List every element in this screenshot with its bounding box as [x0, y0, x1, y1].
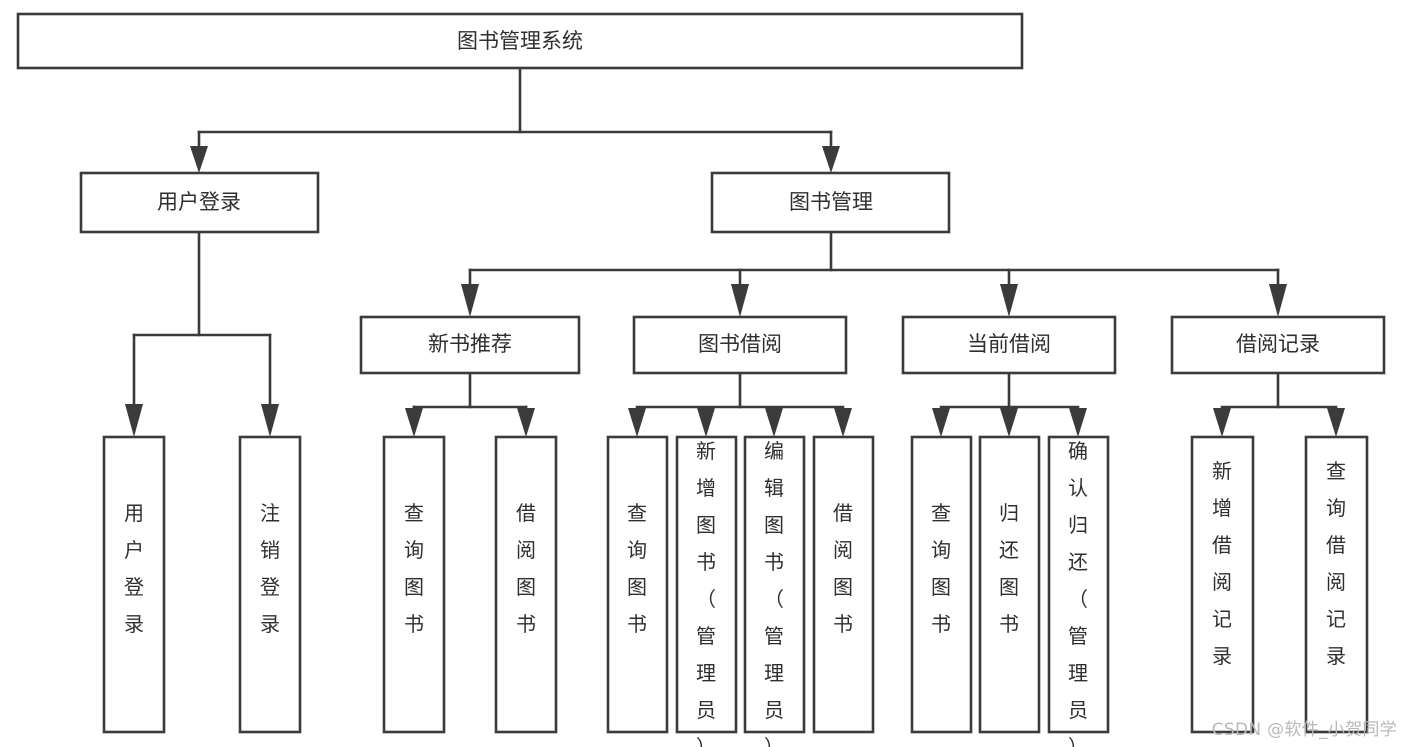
- leaf-borrow-2-box[interactable]: [675, 435, 738, 734]
- leaf-record-2-label: 查询借阅记录: [1326, 459, 1346, 668]
- node-book-borrow-label: 图书借阅: [698, 332, 782, 356]
- leaf-recommend-2-box[interactable]: [494, 435, 558, 734]
- arrow-recommend-leaf-1: [405, 408, 423, 437]
- leaf-borrow-3-label: 编辑图书（管理员）: [764, 439, 784, 747]
- node-current-borrow[interactable]: 当前借阅: [901, 315, 1117, 375]
- leaf-record-2[interactable]: 查询借阅记录: [1304, 435, 1369, 734]
- leaf-borrow-2[interactable]: 新增图书（管理员）: [675, 435, 738, 747]
- node-book-management-box[interactable]: [710, 171, 951, 234]
- arrow-borrow-leaf-2: [697, 408, 715, 437]
- leaf-recommend-1[interactable]: 查询图书: [382, 435, 446, 734]
- leaf-borrow-1-box[interactable]: [606, 435, 669, 734]
- node-borrow-record[interactable]: 借阅记录: [1170, 315, 1386, 375]
- arrow-manage-child-3: [1000, 284, 1018, 317]
- node-book-borrow[interactable]: 图书借阅: [632, 315, 848, 375]
- node-current-borrow-label: 当前借阅: [967, 332, 1051, 356]
- node-book-management[interactable]: 图书管理: [710, 171, 951, 234]
- node-borrow-record-label: 借阅记录: [1236, 332, 1320, 356]
- node-root-box[interactable]: [16, 12, 1024, 70]
- leaf-current-2-box[interactable]: [978, 435, 1041, 734]
- arrow-manage-child-2: [731, 284, 749, 317]
- arrow-manage-child-1: [461, 284, 479, 317]
- leaf-record-2-box[interactable]: [1304, 435, 1369, 734]
- leaf-user-login-2-label: 注销登录: [260, 501, 280, 636]
- leaf-current-2[interactable]: 归还图书: [978, 435, 1041, 734]
- leaf-borrow-4-box[interactable]: [812, 435, 875, 734]
- leaf-borrow-4[interactable]: 借阅图书: [812, 435, 875, 734]
- arrow-current-leaf-3: [1069, 408, 1087, 437]
- node-user-login[interactable]: 用户登录: [79, 171, 320, 234]
- leaf-current-3[interactable]: 确认归还（管理员）: [1047, 435, 1110, 747]
- node-current-borrow-box[interactable]: [901, 315, 1117, 375]
- arrow-current-leaf-2: [1000, 408, 1018, 437]
- node-borrow-record-box[interactable]: [1170, 315, 1386, 375]
- node-book-borrow-box[interactable]: [632, 315, 848, 375]
- leaf-current-1-label: 查询图书: [931, 501, 951, 636]
- leaf-record-1-label: 新增借阅记录: [1212, 459, 1232, 668]
- arrow-manage-child-4: [1269, 284, 1287, 317]
- node-new-book-recommend-box[interactable]: [359, 315, 581, 375]
- node-root[interactable]: 图书管理系统: [16, 12, 1024, 70]
- leaf-borrow-2-label: 新增图书（管理员）: [696, 439, 716, 747]
- leaf-current-2-label: 归还图书: [999, 501, 1019, 636]
- leaf-record-1[interactable]: 新增借阅记录: [1190, 435, 1255, 734]
- arrow-record-leaf-2: [1327, 408, 1345, 437]
- leaf-recommend-1-box[interactable]: [382, 435, 446, 734]
- leaf-user-login-2-box[interactable]: [238, 435, 302, 734]
- leaf-user-login-1-box[interactable]: [102, 435, 166, 734]
- arrow-recommend-leaf-2: [517, 408, 535, 437]
- leaf-user-login-1[interactable]: 用户登录: [102, 435, 166, 734]
- arrow-root-to-login: [190, 146, 208, 173]
- arrow-borrow-leaf-3: [765, 408, 783, 437]
- arrow-record-leaf-1: [1213, 408, 1231, 437]
- leaf-current-1[interactable]: 查询图书: [910, 435, 973, 734]
- node-user-login-label: 用户登录: [157, 190, 241, 214]
- leaf-record-1-box[interactable]: [1190, 435, 1255, 734]
- arrow-current-leaf-1: [932, 408, 950, 437]
- arrow-root-to-manage: [822, 146, 840, 173]
- leaf-recommend-1-label: 查询图书: [404, 501, 424, 636]
- node-root-label: 图书管理系统: [457, 29, 583, 53]
- arrow-borrow-leaf-1: [628, 408, 646, 437]
- node-new-book-recommend-label: 新书推荐: [428, 332, 512, 356]
- leaf-borrow-1-label: 查询图书: [627, 501, 647, 636]
- node-user-login-box[interactable]: [79, 171, 320, 234]
- leaf-borrow-1[interactable]: 查询图书: [606, 435, 669, 734]
- arrow-login-leaf-2: [261, 404, 279, 437]
- leaf-user-login-1-label: 用户登录: [124, 501, 144, 636]
- leaf-borrow-3-box[interactable]: [743, 435, 806, 734]
- connectors: [125, 66, 1345, 437]
- leaf-recommend-2-label: 借阅图书: [516, 501, 536, 636]
- leaf-current-3-label: 确认归还（管理员）: [1068, 439, 1088, 747]
- leaf-current-1-box[interactable]: [910, 435, 973, 734]
- arrow-borrow-leaf-4: [834, 408, 852, 437]
- leaf-recommend-2[interactable]: 借阅图书: [494, 435, 558, 734]
- node-book-management-label: 图书管理: [789, 190, 873, 214]
- leaf-current-3-box[interactable]: [1047, 435, 1110, 734]
- node-new-book-recommend[interactable]: 新书推荐: [359, 315, 581, 375]
- leaf-borrow-3[interactable]: 编辑图书（管理员）: [743, 435, 806, 747]
- leaf-borrow-4-label: 借阅图书: [833, 501, 853, 636]
- arrow-login-leaf-1: [125, 404, 143, 437]
- leaf-user-login-2[interactable]: 注销登录: [238, 435, 302, 734]
